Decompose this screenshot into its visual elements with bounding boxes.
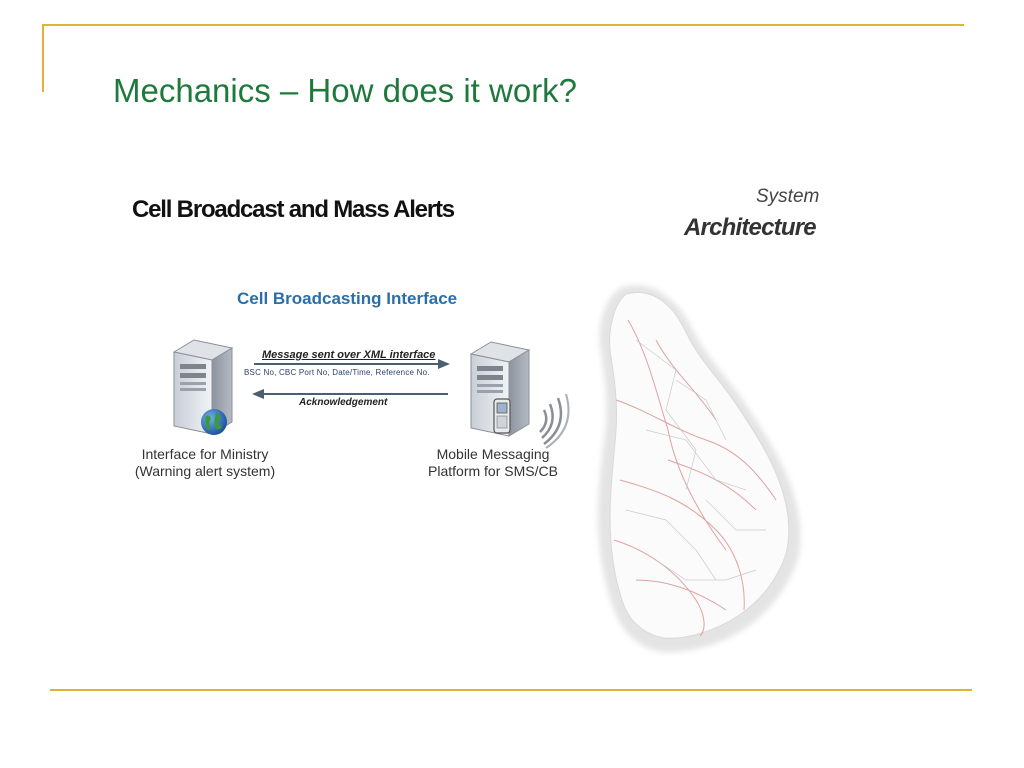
signal-waves-icon [539, 393, 570, 449]
frame-bottom-rule [50, 689, 972, 691]
ministry-caption-line2: (Warning alert system) [134, 463, 276, 479]
frame-left-rule [42, 24, 44, 92]
architecture-heading-line2: Architecture [684, 214, 817, 241]
platform-caption: Mobile Messaging Platform for SMS/CB [408, 446, 578, 480]
frame-top-rule [42, 24, 964, 26]
ministry-caption-line1: Interface for Ministry [141, 446, 269, 462]
mobile-phone-icon [493, 398, 511, 434]
architecture-heading-line1: System [756, 186, 820, 207]
interface-title: Cell Broadcasting Interface [237, 289, 458, 308]
forward-arrow-details: BSC No, CBC Port No, Date/Time, Referenc… [244, 368, 430, 377]
platform-caption-line2: Platform for SMS/CB [428, 463, 558, 479]
diagram-title: Cell Broadcast and Mass Alerts [132, 196, 455, 223]
back-arrow [252, 389, 448, 399]
forward-arrow-label: Message sent over XML interface [262, 349, 436, 361]
slide-title: Mechanics – How does it work? [113, 72, 578, 109]
ministry-caption: Interface for Ministry (Warning alert sy… [120, 446, 290, 480]
globe-icon [201, 409, 227, 435]
back-arrow-label: Acknowledgement [299, 397, 388, 408]
forward-arrow [254, 359, 450, 369]
sri-lanka-map [598, 285, 801, 653]
platform-caption-line1: Mobile Messaging [436, 446, 550, 462]
